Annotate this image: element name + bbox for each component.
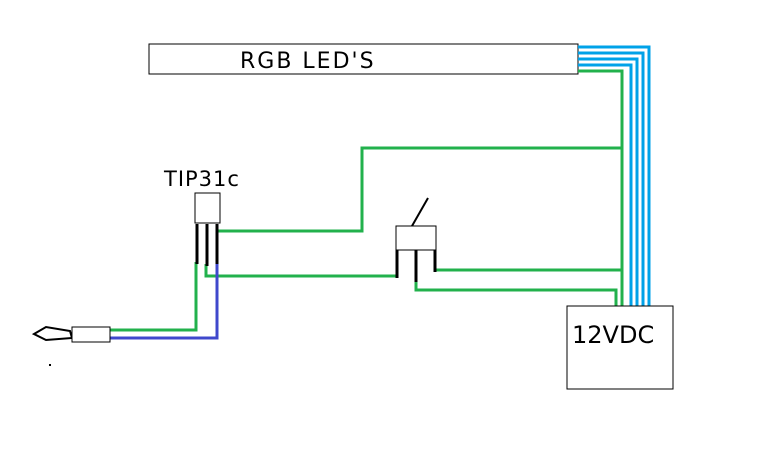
toggle-switch	[395, 197, 437, 282]
switch-body	[395, 225, 437, 251]
ground-wires	[110, 69, 624, 332]
audio-jack-plug-icon	[31, 325, 111, 366]
jack-body	[71, 326, 111, 343]
power-supply: 12VDC	[566, 305, 674, 390]
jack-tip	[31, 325, 74, 342]
toggle-switch-icon	[411, 197, 429, 227]
rgb-led-strip: RGB LED'S	[148, 43, 579, 75]
led-strip-label: RGB LED'S	[240, 49, 376, 74]
transistor-icon	[194, 192, 221, 224]
transistor-collector-wire	[218, 146, 622, 233]
led-wire-2	[578, 51, 645, 306]
transistor: TIP31c	[163, 167, 240, 266]
led-wire-3	[578, 57, 639, 306]
led-common-wire	[578, 69, 624, 306]
stray-dot	[49, 364, 51, 366]
jack-signal-wire	[110, 262, 219, 340]
power-supply-box	[566, 305, 674, 390]
led-channel-wires	[578, 45, 651, 306]
jack-ground-wire	[110, 262, 198, 332]
switch-return-wire	[414, 276, 618, 306]
transistor-label: TIP31c	[163, 167, 240, 191]
transistor-switch-wire	[204, 264, 396, 278]
led-wire-1	[578, 45, 651, 306]
power-supply-label: 12VDC	[572, 321, 654, 349]
led-wire-4	[578, 63, 633, 306]
led-strip-body	[148, 43, 579, 75]
